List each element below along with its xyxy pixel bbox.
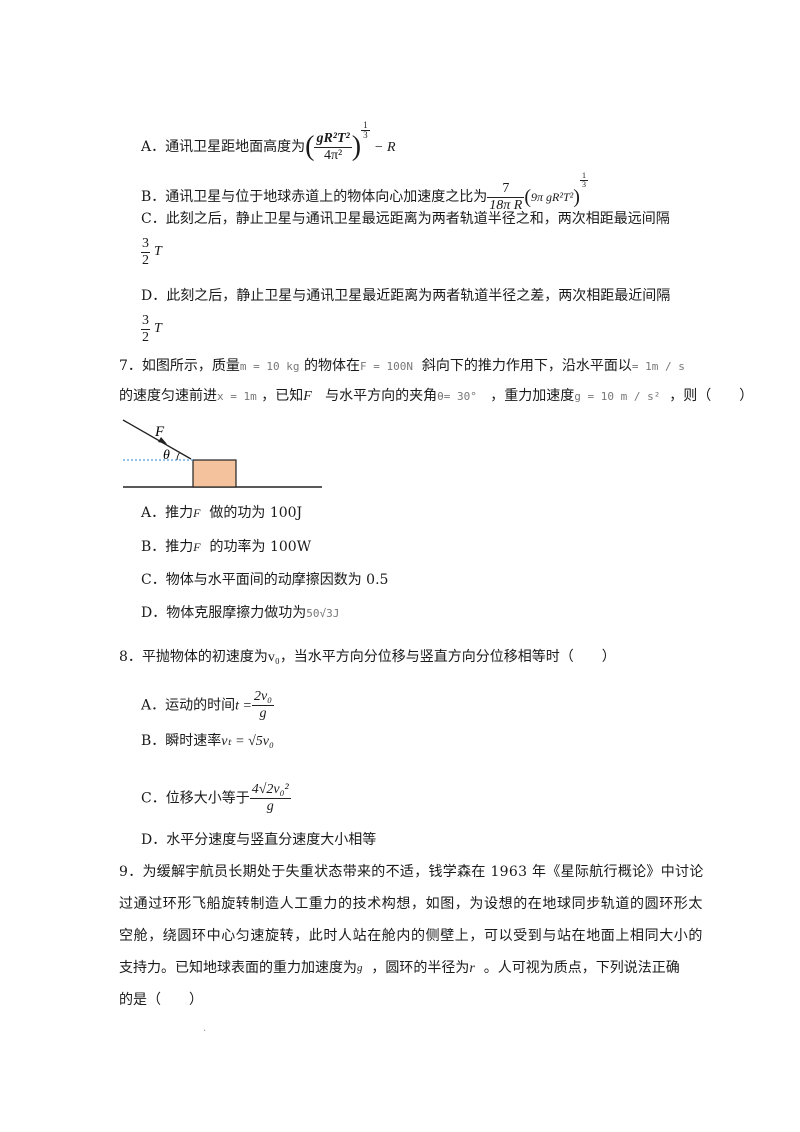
q8-option-a-t: t = xyxy=(235,698,252,714)
q8-option-b-expr: vₜ = √5v₀ xyxy=(221,734,274,749)
q6-option-d-fraction: 3 2 xyxy=(141,313,150,346)
q8-option-a-den: g xyxy=(259,706,267,721)
q7-stem-text-5: ，已知 xyxy=(261,388,304,404)
q6-option-b-paren-open: ( xyxy=(524,186,532,208)
footer-mark: · xyxy=(203,1026,207,1037)
q7-figure: F θ xyxy=(122,419,322,488)
q7-option-d-value: 50√3J xyxy=(306,607,340,620)
q6-option-a-paren-close: ) xyxy=(351,131,362,162)
q7-gravity: g = 10 m / s² xyxy=(574,390,661,403)
q6-option-c: C．此刻之后，静止卫星与通讯卫星最远距离为两者轨道半径之和，两次相距最远间隔 xyxy=(141,211,670,227)
q8-stem: 8．平抛物体的初速度为v₀，当水平方向分位移与竖直方向分位移相等时（ ） xyxy=(119,647,616,668)
q7-option-c: C．物体与水平面间的动摩擦因数为 0.5 xyxy=(141,572,389,588)
q6-option-c-fraction: 3 2 xyxy=(141,236,150,269)
q7-stem-text-3: 斜向下的推力作用下，沿水平面以 xyxy=(421,358,632,374)
q6-option-d: D．此刻之后，静止卫星与通讯卫星最近距离为两者轨道半径之差，两次相距最近间隔 xyxy=(141,288,671,304)
q7-option-b: B．推力F 的功率为 100W xyxy=(141,537,311,557)
q9-r: r xyxy=(469,961,475,976)
q6-option-a-text: A．通讯卫星距地面高度为 xyxy=(141,139,306,155)
q6-option-d-frac-den: 2 xyxy=(142,330,149,345)
q8-option-b-text: B．瞬时速率 xyxy=(141,733,222,749)
q7-angle: θ= 30° xyxy=(437,390,477,403)
q9-line-4-text-1: 支持力。已知地球表面的重力加速度为 xyxy=(119,960,357,976)
q6-option-b-text: B．通讯卫星与位于地球赤道上的物体向心加速度之比为 xyxy=(141,189,488,205)
q8-option-a-text: A．运动的时间 xyxy=(141,697,236,714)
q7-option-d: D．物体克服摩擦力做功为50√3J xyxy=(141,603,339,624)
q8-option-c-text: C．位移大小等于 xyxy=(141,790,250,807)
q6-option-c-frac-num: 3 xyxy=(141,236,150,253)
q7-stem-text-8: ，则（ ） xyxy=(669,388,754,404)
q7-force: F = 100N xyxy=(359,360,413,373)
q7-stem-text-2: 的物体在 xyxy=(303,358,360,374)
q9-line-4-text-3: 。人可视为质点，下列说法正确 xyxy=(483,960,680,976)
q7-option-a-f: F xyxy=(193,506,201,520)
q8-v0: v₀ xyxy=(267,650,280,665)
q7-stem-text-6: 与水平方向的夹角 xyxy=(325,388,438,404)
q9-line-1: 9．为缓解宇航员长期处于失重状态带来的不适，钱学森在 1963 年《星际航行概论… xyxy=(119,864,704,880)
q6-option-d-frac-num: 3 xyxy=(141,313,150,330)
q9-line-4: 支持力。已知地球表面的重力加速度为g ，圆环的半径为r 。人可视为质点，下列说法… xyxy=(119,958,680,979)
q7-stem-line-2: 的速度匀速前进x = 1m ，已知F 与水平方向的夹角θ= 30° ，重力加速度… xyxy=(119,386,753,407)
q6-option-b-frac-den: 18π R xyxy=(489,197,523,213)
q7-mass: m = 10 kg xyxy=(239,360,300,373)
q6-option-b-paren-content: 9π gR²T² xyxy=(531,190,574,204)
q7-option-a-text: A．推力 xyxy=(141,505,194,521)
q6-option-a-fraction-den: 4π² xyxy=(323,147,343,163)
q6-option-b-frac-num: 7 xyxy=(487,181,525,198)
q6-option-a-tail: − R xyxy=(374,140,396,155)
q7-f-symbol: F xyxy=(303,389,312,404)
q7-stem-text-4: 的速度匀速前进 xyxy=(119,388,217,404)
q8-option-b: B．瞬时速率vₜ = √5v₀ xyxy=(141,731,274,752)
q7-option-a: A．推力F 做的功为 100J xyxy=(141,503,302,523)
q8-stem-text-1: 8．平抛物体的初速度为 xyxy=(119,649,268,665)
q9-g: g xyxy=(357,962,363,974)
figure-angle-label: θ xyxy=(163,448,170,463)
q9-line-4-text-2: ，圆环的半径为 xyxy=(371,960,470,976)
q8-stem-text-2: ，当水平方向分位移与竖直方向分位移相等时（ ） xyxy=(279,649,616,665)
q9-line-3: 空舱，绕圆环中心匀速旋转，此时人站在舱内的侧壁上，可以受到与站在地面上相同大小的 xyxy=(119,928,703,944)
q7-option-b-f: F xyxy=(193,540,201,554)
q6-option-a-fraction-num: gR²T² xyxy=(314,130,352,148)
q7-option-b-text: B．推力 xyxy=(141,539,194,555)
q8-option-c-num: 4√2v₀² xyxy=(249,782,291,799)
q7-option-d-text: D．物体克服摩擦力做功为 xyxy=(141,605,307,621)
q6-option-b-paren-close: ) xyxy=(573,186,580,208)
q7-option-a-value: 做的功为 100J xyxy=(209,505,303,521)
q9-line-5: 的是（ ） xyxy=(119,992,203,1008)
q8-option-d: D．水平分速度与竖直分速度大小相等 xyxy=(141,832,377,848)
q7-speed: = 1m / s xyxy=(631,360,685,373)
q7-option-b-value: 的功率为 100W xyxy=(209,539,312,555)
block xyxy=(192,459,237,488)
q7-distance: x = 1m xyxy=(217,390,257,403)
q7-stem-line-1: 7．如图所示，质量m = 10 kg 的物体在F = 100N 斜向下的推力作用… xyxy=(119,356,685,377)
figure-force-label: F xyxy=(154,424,165,440)
q9-line-2: 过通过环形飞船旋转制造人工重力的技术构想，如图，为设想的在地球同步轨道的圆环形太 xyxy=(119,896,703,912)
q6-option-c-period: T xyxy=(154,244,162,259)
q8-option-a-num: 2v₀ xyxy=(251,689,275,706)
q6-option-a-paren-open: ( xyxy=(305,131,315,162)
force-arrow-icon xyxy=(158,437,167,444)
q8-option-c-den: g xyxy=(266,799,274,814)
q6-option-d-period: T xyxy=(154,321,162,336)
q7-stem-text-1: 7．如图所示，质量 xyxy=(119,358,240,374)
q6-option-c-frac-den: 2 xyxy=(142,253,149,268)
q7-stem-text-7: ，重力加速度 xyxy=(490,388,575,404)
angle-arc xyxy=(176,451,181,461)
